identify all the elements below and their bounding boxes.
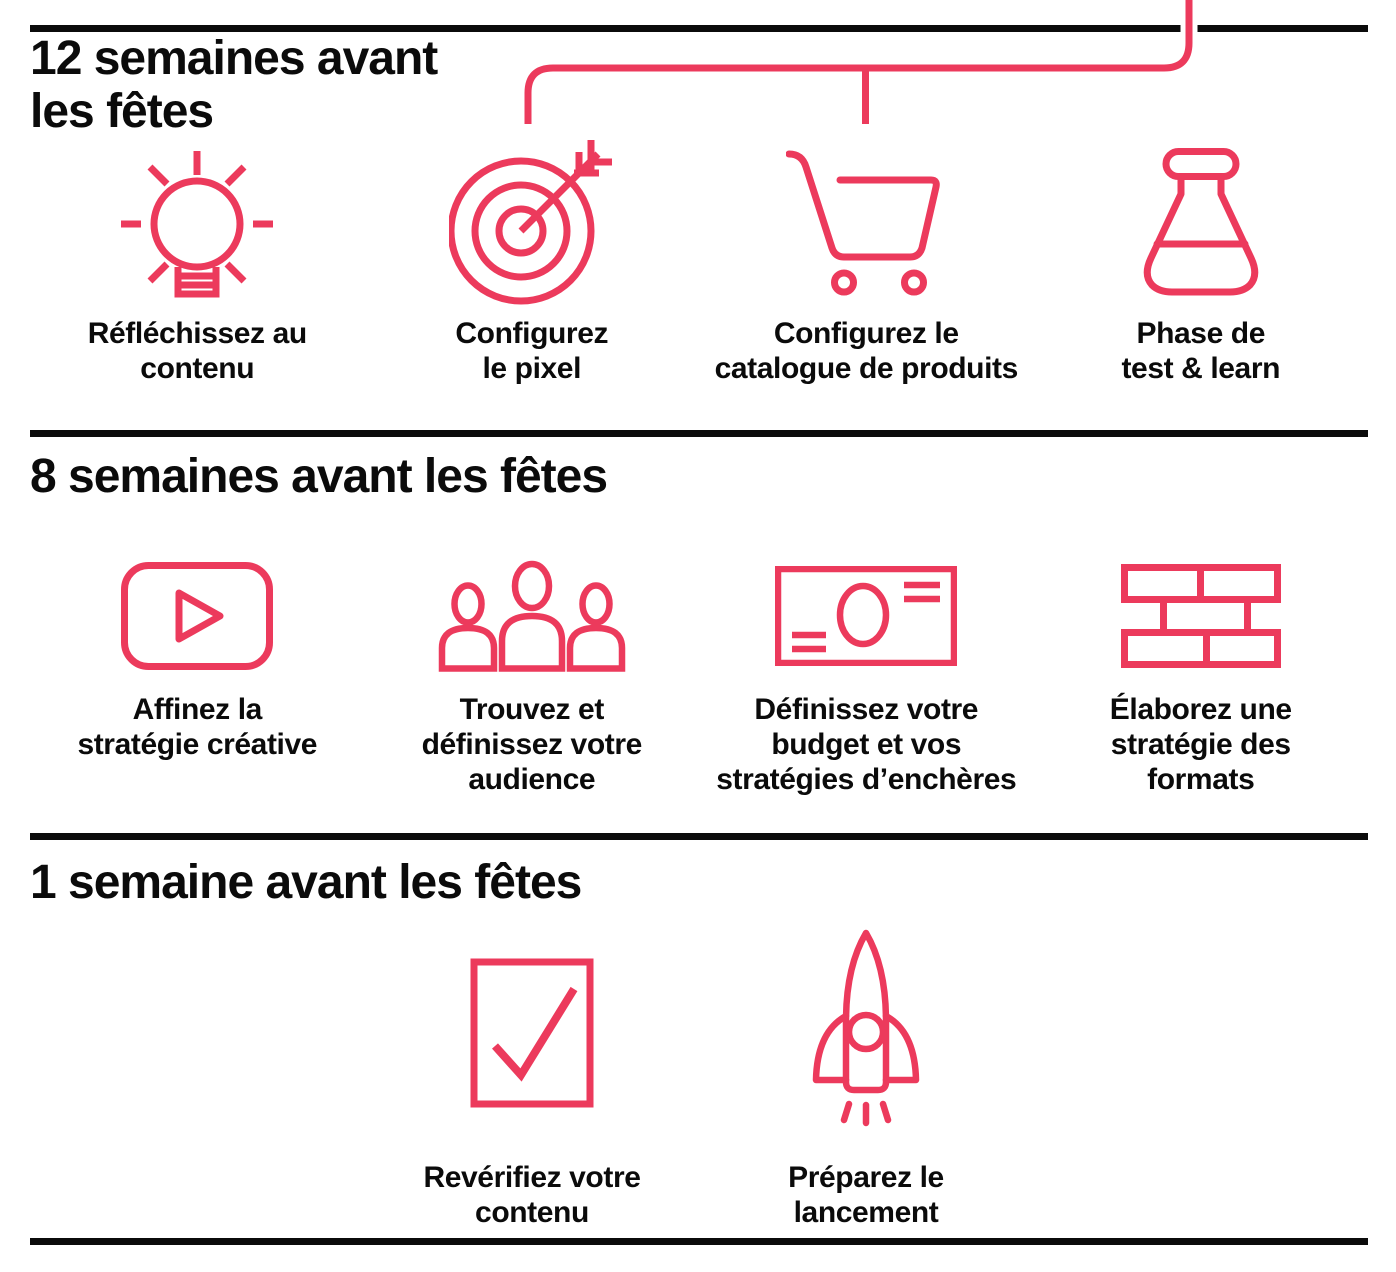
timeline-item: Trouvez et définissez votre audience: [365, 556, 700, 797]
item-label: Configurez le catalogue de produits: [714, 317, 1019, 385]
icon-slot: [775, 556, 958, 676]
item-label: Affinez la stratégie créative: [77, 693, 318, 761]
item-label: Revérifiez votre contenu: [423, 1161, 641, 1229]
target-arrow-icon: [448, 140, 612, 305]
item-label: Configurez le pixel: [455, 317, 609, 385]
lightbulb-icon: [121, 151, 274, 298]
timeline-item: Définissez votre budget et vos stratégie…: [699, 556, 1034, 797]
timeline-item: Affinez la stratégie créative: [30, 556, 365, 797]
timeline-row-1-week: Revérifiez votre contenu Préparez le lan…: [30, 928, 1368, 1230]
section-divider: [30, 1238, 1368, 1245]
item-label: Élaborez une stratégie des formats: [1109, 693, 1292, 796]
payment-card-icon: [775, 566, 958, 666]
audience-people-icon: [438, 560, 625, 672]
timeline-item: Configurez le pixel: [365, 136, 700, 386]
icon-slot: [470, 928, 594, 1138]
icon-slot: [448, 136, 615, 310]
timeline-row-8-weeks: Affinez la stratégie créative Trouvez et…: [30, 556, 1368, 797]
test-flask-icon: [1143, 148, 1258, 296]
icon-slot: [786, 136, 946, 310]
icon-slot: [800, 928, 932, 1138]
timeline-item: Configurez le catalogue de produits: [699, 136, 1034, 386]
checkbox-check-icon: [470, 958, 594, 1108]
timeline-connector-line: [519, 0, 1198, 124]
item-label: Préparez le lancement: [788, 1161, 944, 1229]
icon-slot: [1120, 556, 1281, 676]
timeline-item: Réfléchissez au contenu: [30, 136, 365, 386]
rocket-launch-icon: [812, 929, 920, 1127]
timeline-row-12-weeks: Réfléchissez au contenu Configurez le pi…: [30, 136, 1368, 386]
item-label: Définissez votre budget et vos stratégie…: [716, 693, 1017, 796]
brick-wall-icon: [1120, 564, 1281, 668]
icon-slot: [121, 556, 274, 676]
section-divider: [30, 25, 1368, 32]
timeline-item: Revérifiez votre contenu: [365, 928, 699, 1230]
section-heading-8-weeks: 8 semaines avant les fêtes: [30, 450, 608, 503]
item-label: Réfléchissez au contenu: [87, 317, 308, 385]
timeline-item: Préparez le lancement: [699, 928, 1033, 1230]
section-divider: [30, 833, 1368, 840]
shopping-cart-icon: [786, 150, 940, 296]
icon-slot: [117, 136, 277, 310]
icon-slot: [1126, 136, 1276, 310]
timeline-item: Élaborez une stratégie des formats: [1034, 556, 1369, 797]
section-divider: [30, 430, 1368, 437]
video-play-icon: [121, 562, 274, 670]
icon-slot: [430, 556, 634, 676]
item-label: Trouvez et définissez votre audience: [421, 693, 643, 796]
section-heading-12-weeks: 12 semaines avant les fêtes: [30, 32, 438, 138]
section-heading-1-week: 1 semaine avant les fêtes: [30, 856, 582, 909]
timeline-item: Phase de test & learn: [1034, 136, 1369, 386]
item-label: Phase de test & learn: [1121, 317, 1281, 385]
